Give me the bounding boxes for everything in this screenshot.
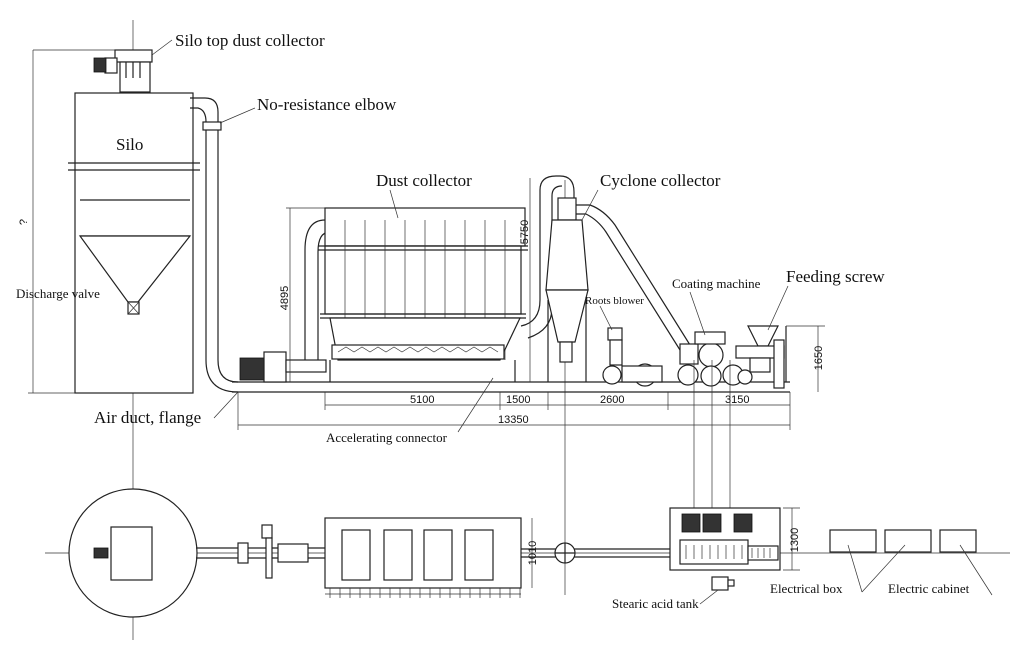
dust-collector-plan xyxy=(324,517,522,598)
label-no-resistance-elbow: No-resistance elbow xyxy=(257,95,397,114)
roots-blower xyxy=(602,327,663,387)
dust-collector xyxy=(318,207,528,382)
riser-pipe xyxy=(190,97,256,393)
feeder-height-value: 1650 xyxy=(813,346,825,370)
label-stearic-acid-tank: Stearic acid tank xyxy=(612,596,699,611)
label-silo: Silo xyxy=(116,135,143,154)
duct-fan xyxy=(239,351,327,383)
label-accelerating-connector: Accelerating connector xyxy=(326,430,448,445)
silo-top-dust-collector xyxy=(93,39,173,93)
length-dimensions xyxy=(237,392,791,430)
coating-machine-plan xyxy=(669,507,781,571)
label-dust-collector: Dust collector xyxy=(376,171,472,190)
cyclone-collector xyxy=(545,197,691,382)
dim-gap-2600: 2600 xyxy=(600,394,624,406)
silo xyxy=(68,92,200,394)
dim-plan-dust-width: 1010 xyxy=(527,541,539,565)
label-silo-top-dust-collector: Silo top dust collector xyxy=(175,31,325,50)
duct-to-dust-collector xyxy=(304,219,326,360)
coating-machine xyxy=(677,331,753,387)
dim-plan-coating-width: 1300 xyxy=(789,528,801,552)
silo-plan xyxy=(68,488,198,618)
label-feeding-screw: Feeding screw xyxy=(786,267,885,286)
label-coating-machine: Coating machine xyxy=(672,276,761,291)
silo-height-value: ? xyxy=(18,219,30,225)
dim-gap-1500: 1500 xyxy=(506,394,530,406)
feeding-screw xyxy=(735,325,787,389)
dim-total-length: 13350 xyxy=(498,414,529,426)
stearic-acid-tank xyxy=(711,576,729,591)
label-roots-blower: Roots blower xyxy=(585,295,644,307)
label-discharge-valve: Discharge valve xyxy=(16,286,100,301)
label-cyclone-collector: Cyclone collector xyxy=(600,171,721,190)
label-air-duct-flange: Air duct, flange xyxy=(94,408,201,427)
duct-plan xyxy=(196,524,325,579)
label-electrical-box: Electrical box xyxy=(770,581,843,596)
dim-coating-length: 3150 xyxy=(725,394,749,406)
dust-height-value: 4895 xyxy=(279,286,291,310)
label-electric-cabinet: Electric cabinet xyxy=(888,581,970,596)
dust-collector-height-dim: 4895 xyxy=(279,207,330,382)
electrical-boxes xyxy=(829,529,993,596)
dim-dust-length: 5100 xyxy=(410,394,434,406)
silo-height-dimension: ? xyxy=(18,49,120,394)
air-duct-leader xyxy=(213,391,239,419)
cyclone-plan xyxy=(521,542,680,564)
duct-to-cyclone xyxy=(520,175,575,327)
cyclone-height-value: 5750 xyxy=(519,220,531,244)
